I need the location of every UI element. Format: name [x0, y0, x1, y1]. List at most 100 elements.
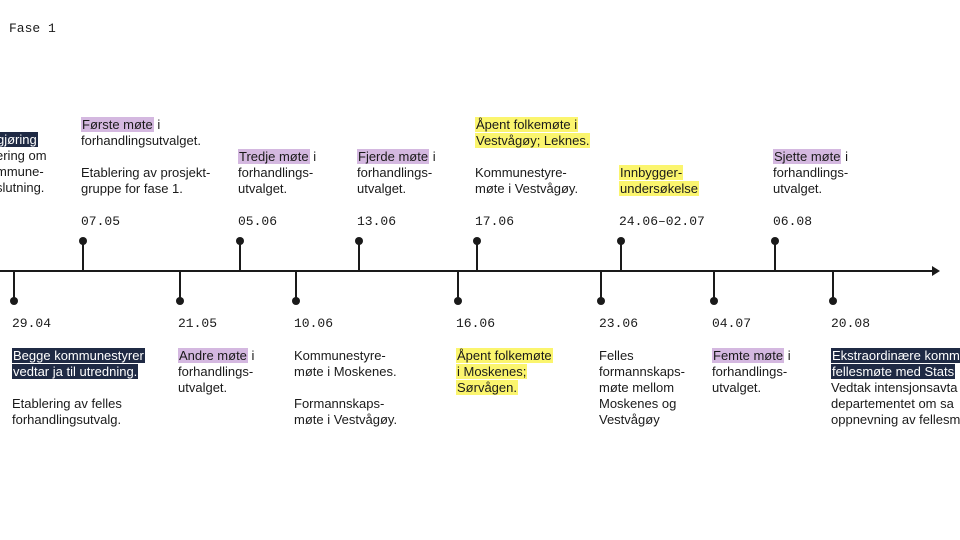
event-line: Vedtak intensjonsavta — [831, 380, 958, 395]
event-highlight-suffix: i — [784, 348, 791, 363]
event-marker-dot — [454, 297, 462, 305]
event-line: utvalget. — [238, 181, 288, 196]
event-highlight-suffix: i — [841, 149, 848, 164]
event-date: 10.06 — [294, 316, 334, 331]
event-highlight-suffix: i — [429, 149, 436, 164]
event-text: Kommunestyre-møte i Moskenes.Formannskap… — [294, 348, 397, 428]
timeline-arrow-head — [932, 266, 940, 276]
event-highlight: Ekstraordinære komm — [831, 348, 960, 363]
event-tick — [82, 240, 84, 271]
event-line: Moskenes og — [599, 396, 677, 411]
event-tick — [457, 271, 459, 301]
event-line: forhandlings- — [357, 165, 433, 180]
event-text: Innbygger-undersøkelse — [619, 165, 700, 197]
event-note-line: Formannskaps- — [294, 396, 385, 411]
event-highlight: Første møte — [81, 117, 154, 132]
event-marker-dot — [236, 237, 244, 245]
event-line: forhandlingsutvalget. — [81, 133, 201, 148]
event-line: forhandlings- — [712, 364, 788, 379]
event-highlight: Åpent folkemøte — [456, 348, 553, 363]
event-marker-dot — [79, 237, 87, 245]
event-note-line: møte i Vestvågøy. — [475, 181, 579, 196]
event-line: møte i Moskenes. — [294, 364, 397, 379]
event-highlight: fellesmøte med Stats — [831, 364, 956, 379]
event-highlight: Andre møte — [178, 348, 248, 363]
event-date: 13.06 — [357, 214, 397, 229]
event-note-line: forhandlingsutvalg. — [12, 412, 122, 427]
event-line: formannskaps- — [599, 364, 685, 379]
event-tick — [713, 271, 715, 301]
event-note-line: Etablering av prosjekt- — [81, 165, 211, 180]
event-line: utvalget. — [773, 181, 823, 196]
event-highlight: Innbygger- — [619, 165, 684, 180]
event-marker-dot — [292, 297, 300, 305]
event-date: 16.06 — [456, 316, 496, 331]
event-line: forhandlings- — [238, 165, 314, 180]
event-highlight-suffix: i — [247, 348, 255, 363]
event-highlight: Tredje møte — [238, 149, 310, 164]
event-highlight-suffix: i — [309, 149, 317, 164]
event-note: Kommunestyre-møte i Vestvågøy. — [475, 165, 590, 197]
event-tick — [832, 271, 834, 301]
event-tick — [13, 271, 15, 301]
event-note-line: gruppe for fase 1. — [81, 181, 183, 196]
event-note: Etablering av prosjekt-gruppe for fase 1… — [81, 165, 210, 197]
event-line: mmune- — [0, 164, 44, 179]
event-highlight: gjøring — [0, 132, 38, 147]
event-date: 07.05 — [81, 214, 121, 229]
event-tick — [620, 240, 622, 271]
event-tick — [476, 240, 478, 271]
event-line: forhandlings- — [178, 364, 254, 379]
event-note-line: Etablering av felles — [12, 396, 122, 411]
event-date: 04.07 — [712, 316, 752, 331]
event-marker-dot — [597, 297, 605, 305]
event-date: 05.06 — [238, 214, 278, 229]
event-highlight: Begge kommunestyrer — [12, 348, 145, 363]
event-highlight: undersøkelse — [619, 181, 700, 196]
phase-label: Fase 1 — [9, 21, 56, 36]
event-note-line: møte i Vestvågøy. — [294, 412, 398, 427]
event-description: Innbygger-undersøkelse — [619, 165, 700, 197]
event-tick — [239, 240, 241, 271]
event-marker-dot — [829, 297, 837, 305]
event-date: 23.06 — [599, 316, 639, 331]
event-date: 29.04 — [12, 316, 52, 331]
event-line: Vestvågøy — [599, 412, 660, 427]
event-line: ering om — [0, 148, 47, 163]
event-highlight: Åpent folkemøte i — [475, 117, 579, 132]
event-date: 06.08 — [773, 214, 813, 229]
event-highlight: Fjerde møte — [357, 149, 430, 164]
event-highlight: Sørvågen. — [456, 380, 518, 395]
event-line: forhandlings- — [773, 165, 849, 180]
event-line: oppnevning av fellesm — [831, 412, 960, 427]
event-line: departementet om sa — [831, 396, 954, 411]
event-note-line: Kommunestyre- — [475, 165, 567, 180]
event-highlight: Vestvågøy; Leknes. — [475, 133, 591, 148]
event-line: utvalget. — [357, 181, 407, 196]
event-line: Felles — [599, 348, 634, 363]
event-marker-dot — [617, 237, 625, 245]
event-marker-dot — [176, 297, 184, 305]
event-marker-dot — [710, 297, 718, 305]
